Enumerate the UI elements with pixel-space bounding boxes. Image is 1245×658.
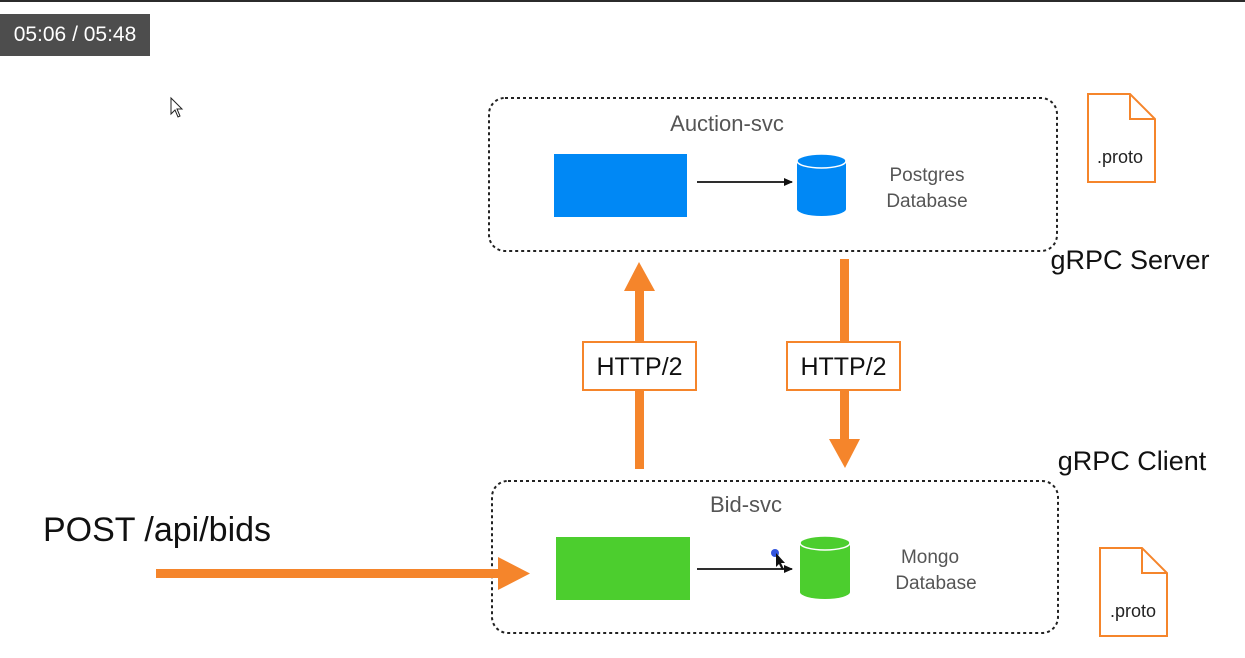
bid-service-block (556, 537, 690, 600)
proto-file-icon-bottom (1099, 547, 1168, 637)
http2-down-label-box (786, 341, 901, 391)
http2-up-label: HTTP/2 (596, 353, 682, 381)
video-timecode: 05:06 / 05:48 (0, 14, 150, 56)
auction-svc-title: Auction-svc (670, 111, 784, 136)
proto-file-label-top: .proto (1097, 147, 1143, 167)
auction-service-block (554, 154, 687, 217)
incoming-request-arrow (156, 557, 530, 590)
http2-down-label: HTTP/2 (800, 353, 886, 381)
grpc-client-label: gRPC Client (1058, 446, 1207, 476)
post-request-label: POST /api/bids (43, 511, 271, 549)
proto-file-icon-top (1087, 93, 1156, 183)
mongo-db-label-line2: Database (895, 573, 976, 594)
mongo-db-label-line1: Mongo (901, 547, 959, 568)
mouse-cursor-icon (170, 96, 184, 118)
bid-svc-container (491, 480, 1059, 634)
postgres-db-label-line1: Postgres (890, 165, 965, 186)
proto-file-label-bottom: .proto (1110, 601, 1156, 621)
mongo-database-icon (799, 535, 851, 599)
pointer-highlight-icon (771, 549, 785, 570)
postgres-db-label-line2: Database (886, 191, 967, 212)
bid-svc-title: Bid-svc (710, 492, 782, 517)
grpc-server-label: gRPC Server (1050, 245, 1209, 275)
top-border (0, 0, 1245, 2)
postgres-database-icon (796, 153, 847, 216)
auction-svc-container (488, 97, 1058, 252)
http2-up-label-box (582, 341, 697, 391)
